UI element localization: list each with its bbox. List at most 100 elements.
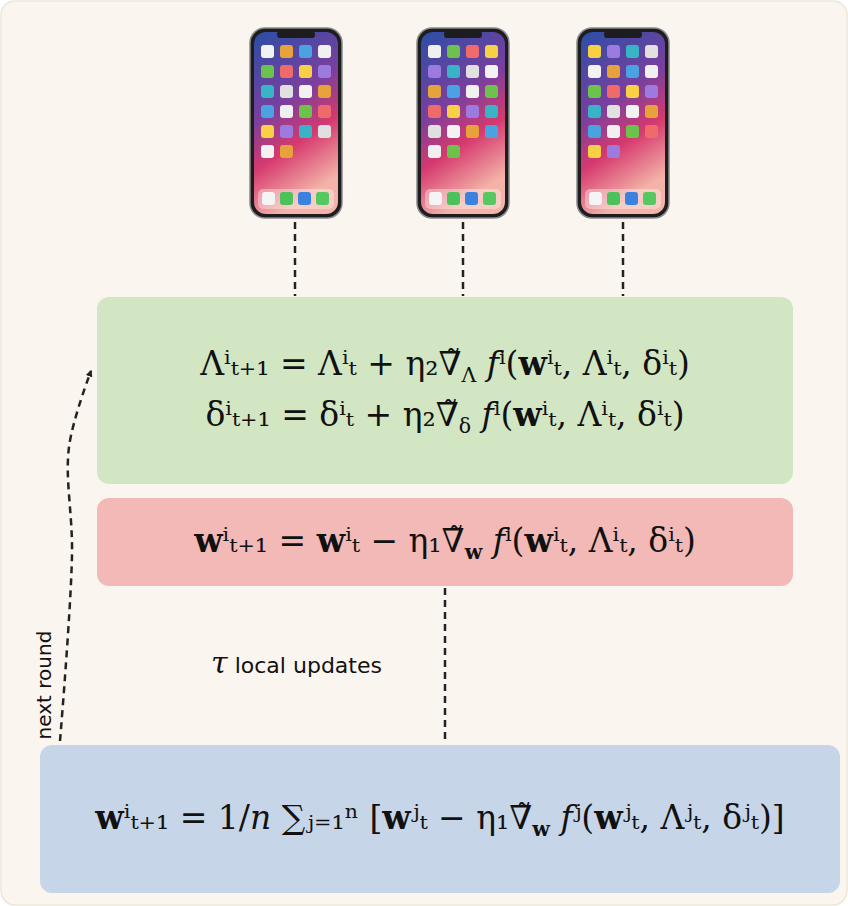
app-icon	[645, 125, 658, 138]
app-icon	[280, 65, 293, 78]
dock-icon	[429, 192, 442, 205]
dock-icon	[280, 192, 293, 205]
phone-link	[462, 222, 465, 296]
phone-screen	[254, 32, 338, 214]
app-icon	[428, 45, 441, 58]
app-icon	[588, 85, 601, 98]
phone-dock	[425, 189, 501, 209]
app-icon	[466, 45, 479, 58]
app-icon	[318, 105, 331, 118]
edge-label: τ local updates	[208, 644, 385, 679]
app-icon	[299, 125, 312, 138]
app-icon	[588, 65, 601, 78]
app-icon	[607, 45, 620, 58]
phone-notch	[277, 31, 315, 38]
dock-icon	[589, 192, 602, 205]
dashed-link	[444, 588, 447, 743]
equation: Λⁱₜ₊₁ = Λⁱₜ + η₂∇̃Λ fⁱ(wⁱₜ, Λⁱₜ, δⁱₜ)	[200, 340, 690, 391]
app-icon	[299, 85, 312, 98]
app-icon	[466, 105, 479, 118]
dock-icon	[483, 192, 496, 205]
dock-icon	[262, 192, 275, 205]
app-icon	[447, 45, 460, 58]
app-icon	[485, 105, 498, 118]
app-icon	[466, 125, 479, 138]
app-icon	[318, 45, 331, 58]
equation: wⁱₜ₊₁ = 1/n ∑ⱼ₌₁ⁿ [wʲₜ − η₁∇̃w fʲ(wʲₜ, Λ…	[95, 794, 784, 845]
phone-dock	[258, 189, 334, 209]
app-icon	[261, 65, 274, 78]
phone-frame	[577, 28, 669, 218]
dock-icon	[607, 192, 620, 205]
app-icon	[447, 105, 460, 118]
app-icon	[626, 85, 639, 98]
app-icon	[447, 85, 460, 98]
app-icon	[318, 85, 331, 98]
app-icon	[447, 125, 460, 138]
phone-screen	[421, 32, 505, 214]
phone	[577, 28, 669, 218]
app-icon	[626, 125, 639, 138]
next-round-arrow	[60, 371, 91, 741]
app-icon	[588, 125, 601, 138]
app-icon	[607, 145, 620, 158]
app-icon	[466, 85, 479, 98]
phone	[417, 28, 509, 218]
equation: wⁱₜ₊₁ = wⁱₜ − η₁∇̃w fⁱ(wⁱₜ, Λⁱₜ, δⁱₜ)	[194, 517, 696, 568]
phone-frame	[417, 28, 509, 218]
phone-link	[294, 222, 297, 296]
app-icon	[588, 145, 601, 158]
app-icon	[447, 65, 460, 78]
app-icon	[607, 85, 620, 98]
app-icon	[645, 45, 658, 58]
app-icon	[261, 125, 274, 138]
app-icon	[299, 105, 312, 118]
app-icon	[428, 85, 441, 98]
app-icon	[428, 65, 441, 78]
equation: δⁱₜ₊₁ = δⁱₜ + η₂∇̃δ fⁱ(wⁱₜ, Λⁱₜ, δⁱₜ)	[205, 391, 684, 442]
app-icon	[280, 145, 293, 158]
app-icon	[626, 65, 639, 78]
app-icon	[645, 65, 658, 78]
app-icon	[607, 65, 620, 78]
app-icon	[318, 65, 331, 78]
dock-icon	[643, 192, 656, 205]
phone-links	[295, 222, 623, 296]
app-icon	[428, 105, 441, 118]
phone-frame	[250, 28, 342, 218]
app-icon	[607, 105, 620, 118]
dock-icon	[447, 192, 460, 205]
app-icon	[299, 65, 312, 78]
app-icon	[299, 45, 312, 58]
phones	[250, 28, 669, 218]
app-icon	[261, 85, 274, 98]
dock-icon	[465, 192, 478, 205]
phone-dock	[585, 189, 661, 209]
app-icon	[588, 105, 601, 118]
app-icon	[447, 145, 460, 158]
app-icon	[318, 125, 331, 138]
app-icon	[428, 145, 441, 158]
update-box: Λⁱₜ₊₁ = Λⁱₜ + η₂∇̃Λ fⁱ(wⁱₜ, Λⁱₜ, δⁱₜ)δⁱₜ…	[97, 297, 793, 484]
app-icon	[261, 45, 274, 58]
app-icon	[485, 65, 498, 78]
app-icon	[280, 85, 293, 98]
dock-icon	[625, 192, 638, 205]
app-icon	[645, 105, 658, 118]
app-icon	[261, 145, 274, 158]
app-icon	[626, 105, 639, 118]
app-icon	[607, 125, 620, 138]
aggregation-box: wⁱₜ₊₁ = 1/n ∑ⱼ₌₁ⁿ [wʲₜ − η₁∇̃w fʲ(wʲₜ, Λ…	[40, 745, 840, 893]
dock-icon	[298, 192, 311, 205]
app-icon	[645, 85, 658, 98]
app-icon	[428, 125, 441, 138]
app-icon	[485, 125, 498, 138]
app-icon	[280, 105, 293, 118]
app-icon	[261, 105, 274, 118]
app-icon	[588, 45, 601, 58]
app-icon	[485, 85, 498, 98]
dock-icon	[316, 192, 329, 205]
phone-screen	[581, 32, 665, 214]
phone-link	[622, 222, 625, 296]
